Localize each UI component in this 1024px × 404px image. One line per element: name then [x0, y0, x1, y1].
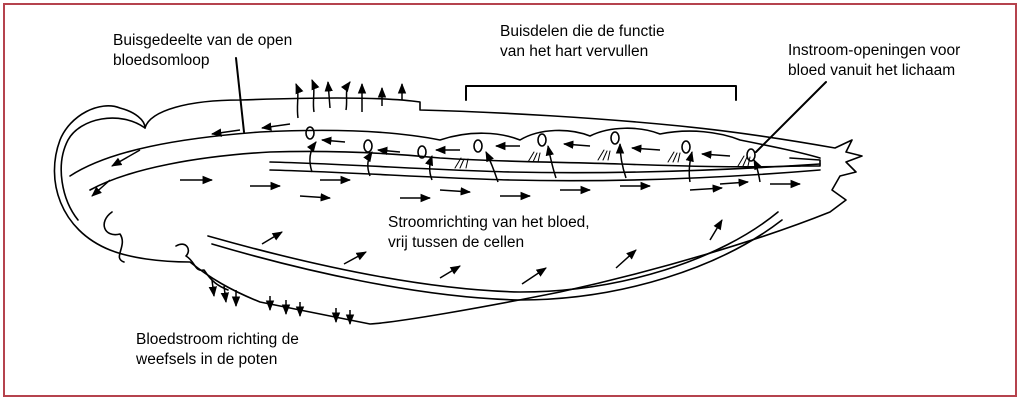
- flow-arrow: [111, 149, 141, 167]
- flow-arrow: [562, 140, 591, 149]
- flow-arrow: [753, 159, 762, 183]
- posterior-tube: [789, 157, 821, 167]
- tissue-strands: [454, 149, 751, 169]
- flow-arrow: [208, 279, 217, 298]
- gut-tube-upper: [269, 161, 821, 174]
- ostium: [746, 148, 756, 162]
- figure-frame: [3, 3, 1017, 397]
- flow-arrow: [306, 141, 317, 173]
- heart-bracket: [465, 85, 737, 101]
- flow-arrow: [545, 144, 557, 179]
- label-open-circulation: Buisgedeelte van de open bloedsomloop: [113, 31, 292, 71]
- flow-arrow: [709, 219, 723, 241]
- flow-arrow: [425, 155, 433, 181]
- flow-arrow: [220, 285, 229, 304]
- label-line: bloed vanuit het lichaam: [788, 62, 956, 79]
- flow-arrow: [363, 151, 373, 177]
- flow-arrow: [261, 231, 283, 245]
- label-inflow-openings: Instroom-openingen voor bloed vanuit het…: [788, 41, 960, 81]
- flow-arrow: [210, 128, 241, 137]
- flow-arrow: [260, 122, 291, 131]
- flow-arrow: [376, 146, 401, 156]
- label-leg-flow: Bloedstroom richting de weefsels in de p…: [136, 330, 299, 370]
- label-heart-function: Buisdelen die de functie van het hart ve…: [500, 22, 665, 62]
- flow-arrow: [91, 179, 111, 197]
- flow-arrows: [91, 79, 802, 326]
- label-line: Buisdelen die de functie: [500, 23, 665, 40]
- pointer-open-circ: [235, 57, 245, 133]
- flow-arrow: [685, 150, 694, 183]
- flow-arrow: [439, 187, 472, 196]
- label-line: Bloedstroom richting de: [136, 331, 299, 348]
- ostium: [681, 140, 691, 154]
- flow-arrow: [689, 184, 724, 193]
- ostium: [537, 133, 547, 147]
- ventral-diaphragm-inner: [211, 219, 783, 301]
- label-line: van het hart vervullen: [500, 43, 649, 60]
- ostium: [473, 139, 483, 153]
- flow-arrow: [324, 80, 333, 109]
- flow-arrow: [521, 267, 547, 285]
- label-line: vrij tussen de cellen: [388, 234, 525, 251]
- ventral-diaphragm: [207, 211, 779, 293]
- flow-arrow: [299, 193, 332, 202]
- pointer-inflow: [755, 81, 827, 153]
- dorsal-vessel-upper: [69, 127, 821, 177]
- flow-arrow: [343, 251, 367, 265]
- flow-arrow: [340, 81, 351, 111]
- label-line: weefsels in de poten: [136, 351, 278, 368]
- flow-arrow: [719, 178, 750, 187]
- flow-arrow: [615, 249, 637, 269]
- flow-arrow: [700, 150, 731, 159]
- flow-arrow: [320, 136, 346, 146]
- label-line: Stroomrichting van het bloed,: [388, 214, 590, 231]
- flow-arrow: [630, 144, 661, 153]
- ostium: [363, 139, 373, 153]
- gut-tube-lower: [269, 169, 821, 182]
- head-outline: [60, 117, 146, 221]
- leg-bumps: [175, 243, 229, 291]
- flow-arrow: [311, 79, 320, 113]
- dorsal-vessel-lower: [89, 150, 801, 191]
- label-line: bloedsomloop: [113, 52, 210, 69]
- flow-arrow: [615, 142, 627, 179]
- label-line: Buisgedeelte van de open: [113, 32, 293, 49]
- label-flow-direction: Stroomrichting van het bloed, vrij tusse…: [388, 213, 590, 253]
- ostium: [610, 131, 620, 145]
- flow-arrow: [485, 151, 499, 183]
- ostium: [417, 145, 427, 159]
- flow-arrow: [295, 83, 304, 119]
- label-line: Instroom-openingen voor: [788, 42, 961, 59]
- appendage-loop: [103, 211, 125, 263]
- body-outline: [53, 97, 863, 325]
- ostium: [305, 126, 315, 140]
- flow-arrow: [439, 265, 461, 279]
